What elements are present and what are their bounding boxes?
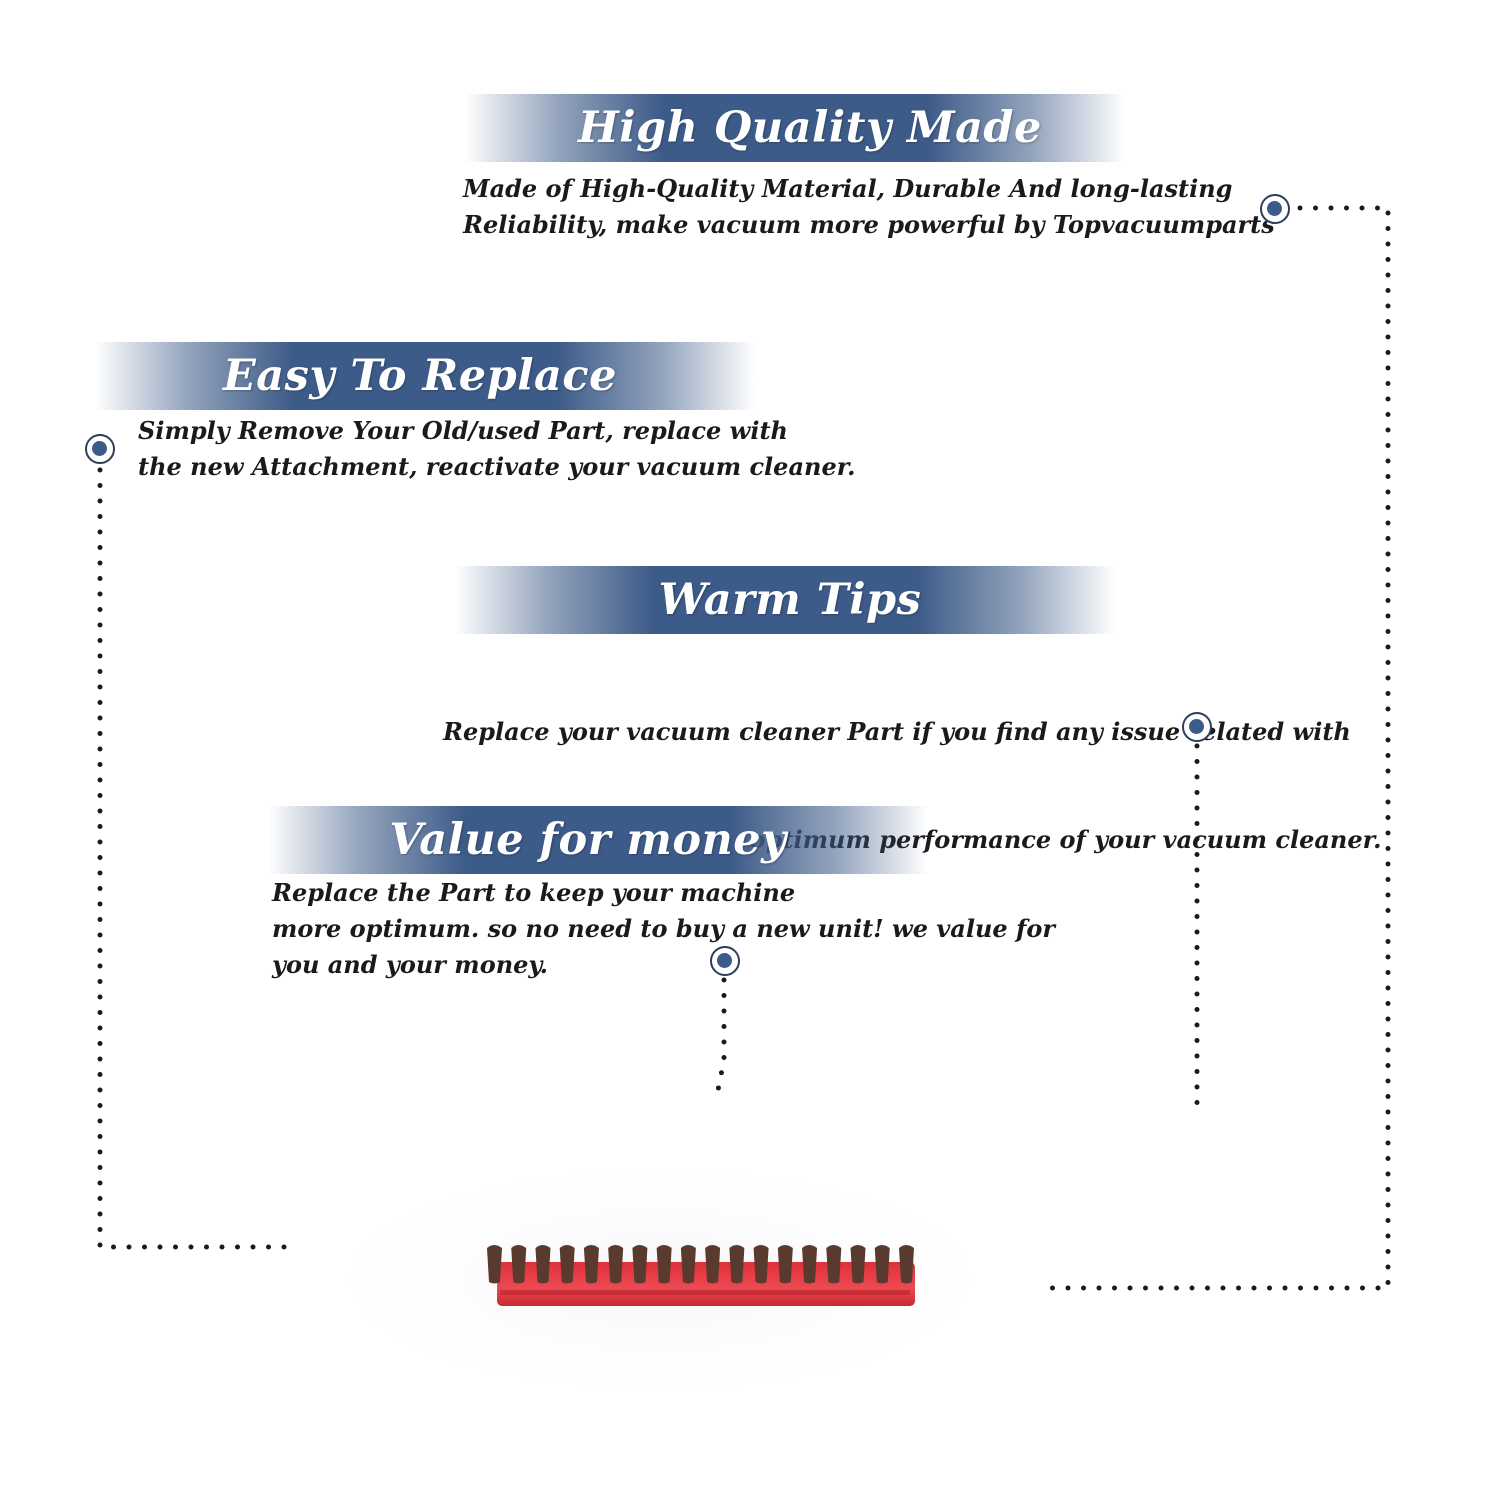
bristle-tuft (632, 1245, 648, 1284)
bristle-tuft (680, 1245, 696, 1284)
bristle-tuft (899, 1245, 914, 1284)
bristle-tuft (535, 1245, 551, 1284)
section-title: High Quality Made (578, 103, 1042, 153)
bristle-tuft (777, 1245, 793, 1284)
bristle-tuft (874, 1245, 890, 1284)
description-value-for-money: Replace the Part to keep your machine mo… (272, 875, 1055, 983)
banner-warm-tips: Warm Tips (455, 566, 1115, 634)
bristle-tuft (511, 1245, 527, 1284)
bristle-tuft (656, 1245, 672, 1284)
bristle-tuft (729, 1245, 745, 1284)
connector-high-quality (1035, 205, 1391, 1291)
bristle-tuft (826, 1245, 842, 1284)
banner-value-for-money: Value for money (268, 806, 928, 874)
bristle-tuft (850, 1245, 866, 1284)
section-title: Value for money (389, 815, 787, 865)
description-line: Simply Remove Your Old/used Part, replac… (138, 416, 788, 445)
marker-dot-icon (85, 434, 115, 464)
description-line: the new Attachment, reactivate your vacu… (138, 452, 856, 481)
banner-high-quality-made: High Quality Made (465, 94, 1125, 162)
bristle-tuft (705, 1245, 721, 1284)
description-line: Reliability, make vacuum more powerful b… (463, 210, 1275, 239)
section-title: Easy To Replace (223, 351, 617, 401)
roller-brush-strip-icon (487, 1245, 915, 1306)
marker-dot-icon (1182, 712, 1212, 742)
description-line: you and your money. (272, 950, 548, 979)
description-easy-to-replace: Simply Remove Your Old/used Part, replac… (138, 413, 856, 485)
description-line: Made of High-Quality Material, Durable A… (463, 174, 1233, 203)
bristle-tufts (487, 1245, 914, 1284)
description-line: Replace the Part to keep your machine (272, 878, 796, 907)
section-title: Warm Tips (658, 575, 922, 625)
connector-easy-replace (97, 467, 298, 1250)
description-line: more optimum. so no need to buy a new un… (272, 914, 1055, 943)
bristle-tuft (802, 1245, 818, 1284)
banner-easy-to-replace: Easy To Replace (95, 342, 755, 410)
bristle-tuft (608, 1245, 624, 1284)
marker-dot-icon (1260, 194, 1290, 224)
bristle-tuft (753, 1245, 769, 1284)
marker-dot-icon (710, 946, 740, 976)
connector-value-money (715, 977, 727, 1093)
brush-strip-groove (500, 1290, 910, 1295)
bristle-tuft (583, 1245, 599, 1284)
bristle-tuft (487, 1245, 502, 1284)
bristle-tuft (559, 1245, 575, 1284)
description-high-quality-made: Made of High-Quality Material, Durable A… (463, 171, 1275, 243)
